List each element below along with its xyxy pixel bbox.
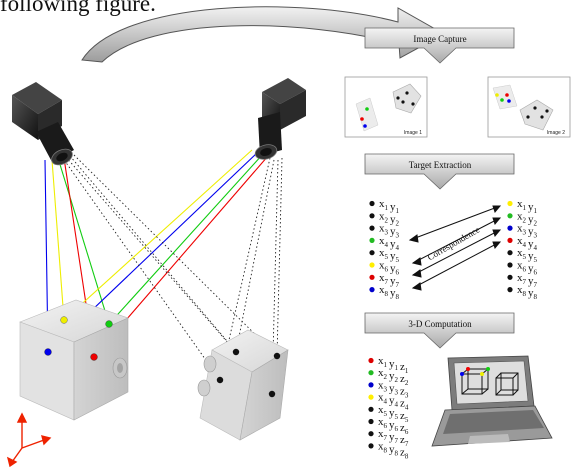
list-dot [369,274,375,280]
list-dot [369,213,375,219]
list-dot [368,443,374,449]
list-dot [507,213,513,219]
list-dot [507,287,513,293]
image-2-label: Image 2 [547,130,565,136]
banner-image-capture-label: Image Capture [413,34,466,44]
image-1-label: Image 1 [404,130,422,136]
image-2-panel: Image 2 [487,76,571,138]
list-dot [369,287,375,293]
list-dot [369,200,375,207]
correspondence-arrows [408,205,502,291]
list-dot [368,418,374,425]
list-dot [369,237,375,243]
banner-image-capture: Image Capture [364,27,515,64]
list-dot [368,406,374,412]
banner-3d-computation-label: 3-D Computation [408,319,472,329]
list-dot [507,274,513,280]
list-dot [369,250,375,256]
list-dot [507,262,513,268]
list-dot [368,370,374,376]
left-camera-icon [12,82,74,166]
list-dot [507,250,513,256]
laptop-icon [431,355,553,447]
left-cube [19,299,129,421]
list-dot [369,262,375,268]
list-dot [368,431,374,437]
list-dot [368,394,374,400]
banner-3d-computation: 3-D Computation [364,312,515,349]
list-dot [368,357,374,364]
list-dot [369,225,375,231]
list-dot [507,200,513,207]
list-dot [368,382,374,388]
banner-target-extraction-label: Target Extraction [409,160,472,170]
right-camera-icon [254,78,306,160]
right-cube [197,329,289,441]
banner-target-extraction: Target Extraction [364,153,515,190]
list-dot [507,225,513,231]
list-dot [507,237,513,243]
image-1-panel: Image 1 [344,76,428,138]
axes-icon [6,412,52,468]
caption-text: following figure. [0,0,156,16]
